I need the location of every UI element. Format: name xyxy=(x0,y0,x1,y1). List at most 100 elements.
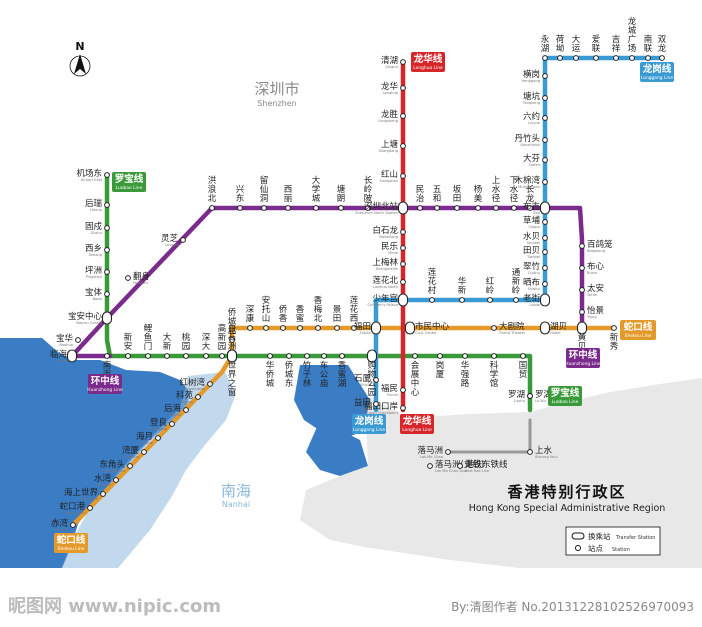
station-longgang_w-0[interactable]: 通新岭 xyxy=(512,267,521,303)
station-shekou_main-3[interactable]: 侨香 xyxy=(279,304,288,331)
station-luohu_main-15[interactable]: 岗厦 xyxy=(436,353,445,380)
station-luohu_main-17[interactable]: 科学馆 xyxy=(490,353,499,389)
station-longgang_top-0[interactable]: 永湖 xyxy=(541,34,550,61)
station-luohu_main-16[interactable]: 华强路 xyxy=(461,353,470,389)
station-shekou_main-7[interactable]: 莲花西 xyxy=(350,295,359,331)
station-shekou_main-1[interactable]: 深康 xyxy=(246,305,255,331)
station-huanzhong_top-1[interactable]: 兴东 xyxy=(236,185,245,211)
station-longgang_w-2[interactable]: 华新 xyxy=(458,276,467,303)
station-longgang_top-1[interactable]: 荷坳 xyxy=(556,34,565,61)
station-huanzhong_top-2[interactable]: 留仙洞 xyxy=(260,175,269,211)
station-luohu_main-12[interactable]: 香蜜湖 xyxy=(338,353,347,389)
station-longgang_top-2[interactable]: 大运 xyxy=(572,34,581,61)
station-huanzhong_top-0[interactable]: 洪浪北 xyxy=(208,175,217,211)
station-longgang_top-6[interactable]: 南联 xyxy=(644,34,653,61)
station-longgang_w-3[interactable]: 莲花村 xyxy=(428,267,437,303)
station-huanzhong_top-9[interactable]: 坂田 xyxy=(453,184,462,211)
station-shekou_main-5[interactable]: 香梅北 xyxy=(314,295,323,331)
station-longgang_w-1[interactable]: 红岭 xyxy=(486,276,495,303)
station-luohu_main-4[interactable]: 深大 xyxy=(202,333,211,359)
station-huanzhong_top-12[interactable]: 下水径 xyxy=(510,176,519,211)
station-luohu_main-3[interactable]: 桃园 xyxy=(182,332,191,359)
station-luohu_main-10[interactable]: 竹子林 xyxy=(303,353,312,389)
station-huanzhong_top-3[interactable]: 西丽 xyxy=(284,185,293,211)
station-shekou_main-6[interactable]: 景田 xyxy=(333,305,342,331)
station-luohu_main-9[interactable]: 侨城东 xyxy=(285,353,294,389)
station-luohu_main-0[interactable]: 新安 xyxy=(124,332,133,359)
station-huanzhong_top-8[interactable]: 五和 xyxy=(433,185,442,211)
station-luohu_main-8[interactable]: 华侨城 xyxy=(266,353,275,389)
station-shekou_main-0[interactable]: 侨城北 xyxy=(228,307,237,343)
station-huanzhong_top-11[interactable]: 上水径 xyxy=(492,176,501,211)
station-huanzhong_top-13[interactable]: 长龙 xyxy=(526,184,535,211)
station-huanzhong_top-6[interactable]: 长岭陂 xyxy=(364,175,373,211)
station-huanzhong_top-7[interactable]: 民治 xyxy=(416,185,425,211)
station-shekou_main-13[interactable]: 新秀 xyxy=(610,325,619,352)
station-luohu_main-11[interactable]: 车公庙 xyxy=(320,353,329,389)
station-luohu_main-5[interactable]: 高新园 xyxy=(218,323,227,359)
station-huanzhong_top-10[interactable]: 杨美 xyxy=(474,184,483,211)
station-longgang_top-4[interactable]: 吉祥 xyxy=(612,35,621,61)
station-huanzhong_top-4[interactable]: 大学城 xyxy=(312,175,321,211)
station-huanzhong_top-5[interactable]: 塘朗 xyxy=(337,184,346,211)
station-luohu_main-1[interactable]: 鲤鱼门 xyxy=(144,323,153,359)
station-longgang_top-7[interactable]: 双龙 xyxy=(658,35,667,61)
station-luohu_main-18[interactable]: 国贸 xyxy=(519,353,528,380)
station-shekou_main-2[interactable]: 安托山 xyxy=(262,295,271,331)
station-luohu_main-2[interactable]: 大新 xyxy=(163,332,172,359)
